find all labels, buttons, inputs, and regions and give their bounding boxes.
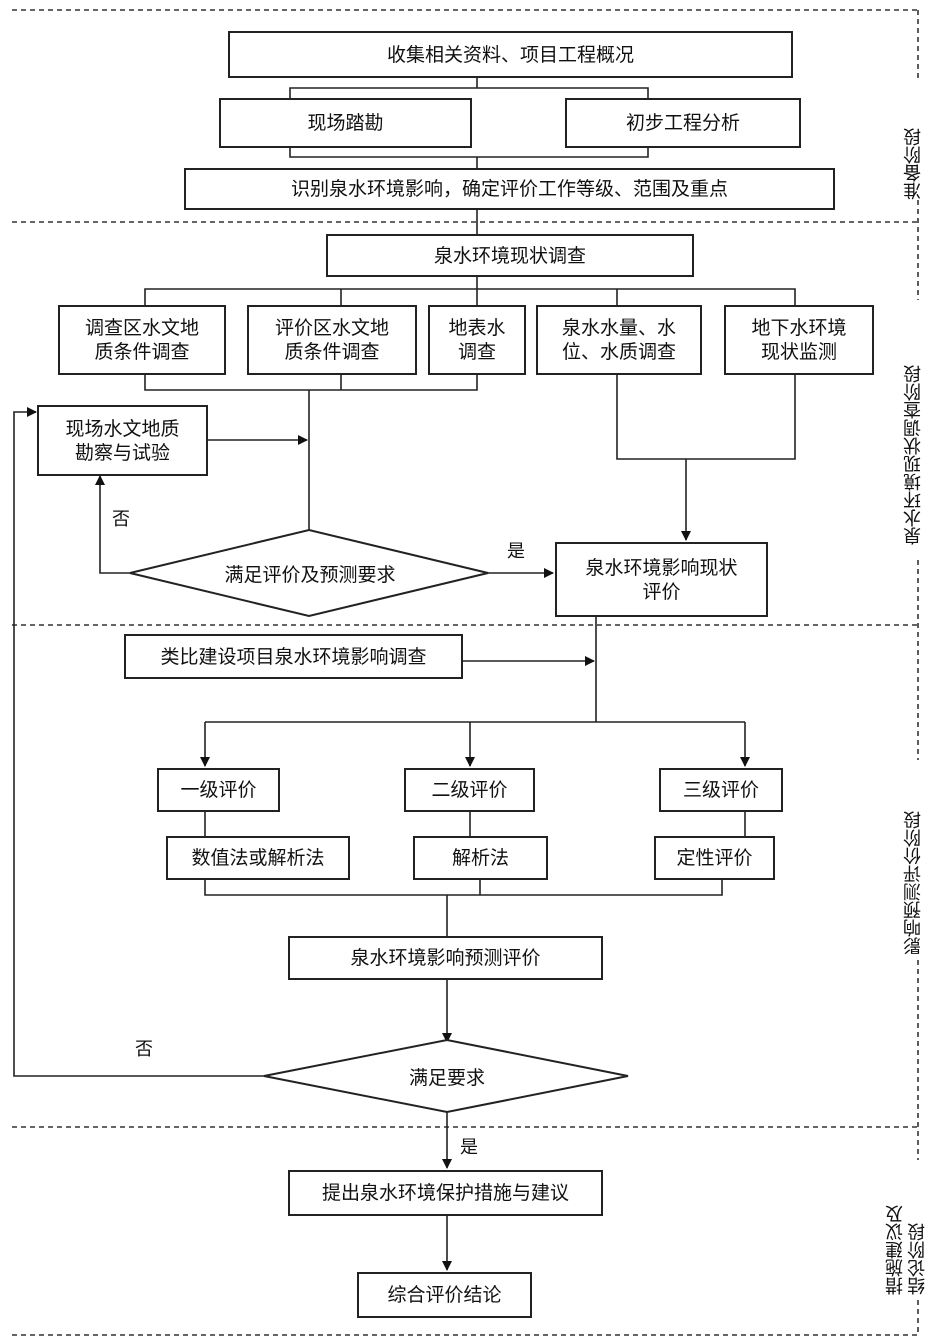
node-level3-text: 三级评价: [682, 779, 759, 801]
node-level1-text: 一级评价: [180, 779, 257, 801]
node-spring-water-text: 泉水水量、水 位、水质调查: [561, 317, 676, 363]
node-predict-eval-text: 泉水环境影响预测评价: [350, 947, 541, 969]
node-survey-area: 调查区水文地 质条件调查: [58, 305, 226, 375]
node-status-eval-text: 泉水环境影响现状 评价: [585, 556, 738, 603]
node-prelim-analysis: 初步工程分析: [565, 98, 801, 148]
node-method2: 解析法: [413, 836, 548, 880]
node-method1-text: 数值法或解析法: [191, 847, 325, 869]
edge-label-yes-2: 是: [460, 1137, 478, 1158]
stage-label-measures: 措施建议及 结论阶段: [885, 1205, 928, 1295]
node-measures: 提出泉水环境保护措施与建议: [288, 1170, 603, 1216]
node-collect: 收集相关资料、项目工程概况: [228, 31, 793, 78]
node-groundwater: 地下水环境 现状监测: [724, 305, 874, 375]
node-surface-water: 地表水 调查: [428, 305, 526, 375]
node-field-exploration-text: 现场水文地质 勘察与试验: [65, 417, 180, 464]
node-identify-text: 识别泉水环境影响，确定评价工作等级、范围及重点: [290, 178, 728, 200]
node-method2-text: 解析法: [451, 847, 509, 869]
node-analog-survey-text: 类比建设项目泉水环境影响调查: [160, 645, 427, 668]
stage-label-predict: 影响预测评价阶段: [903, 811, 924, 955]
node-predict-eval: 泉水环境影响预测评价: [288, 936, 603, 980]
edge-label-no-2: 否: [135, 1039, 153, 1060]
decision-shapes: [129, 528, 629, 1114]
node-groundwater-text: 地下水环境 现状监测: [751, 317, 847, 363]
decision-diamond-2: [263, 1038, 629, 1114]
flow-edges: [13, 78, 796, 1271]
node-prelim-analysis-text: 初步工程分析: [625, 112, 740, 134]
node-status-survey: 泉水环境现状调查: [326, 234, 694, 277]
edge-label-no-1: 否: [112, 509, 130, 530]
node-level2-text: 二级评价: [431, 779, 508, 801]
node-method3: 定性评价: [654, 836, 775, 880]
node-status-eval: 泉水环境影响现状 评价: [555, 542, 768, 617]
node-method3-text: 定性评价: [676, 847, 753, 869]
node-method1: 数值法或解析法: [166, 836, 350, 880]
node-level3: 三级评价: [659, 768, 783, 812]
decision1-text: 满足评价及预测要求: [224, 564, 396, 586]
stage-label-survey: 泉水环境现状调查阶段: [903, 365, 924, 545]
edge-label-yes-1: 是: [507, 541, 525, 562]
node-field-exploration: 现场水文地质 勘察与试验: [37, 405, 208, 476]
node-site-visit: 现场踏勘: [219, 98, 472, 148]
node-analog-survey: 类比建设项目泉水环境影响调查: [124, 634, 463, 679]
node-status-survey-text: 泉水环境现状调查: [433, 244, 586, 267]
node-eval-area: 评价区水文地 质条件调查: [247, 305, 417, 375]
node-site-visit-text: 现场踏勘: [307, 112, 384, 134]
node-level1: 一级评价: [157, 768, 280, 812]
decision-diamond-1: [129, 528, 489, 618]
node-conclusion-text: 综合评价结论: [387, 1284, 502, 1306]
decision2-text: 满足要求: [408, 1067, 485, 1089]
node-level2: 二级评价: [404, 768, 535, 812]
node-surface-water-text: 地表水 调查: [448, 317, 506, 363]
node-measures-text: 提出泉水环境保护措施与建议: [321, 1182, 569, 1204]
node-spring-water: 泉水水量、水 位、水质调查: [536, 305, 702, 375]
node-identify: 识别泉水环境影响，确定评价工作等级、范围及重点: [184, 168, 835, 210]
node-survey-area-text: 调查区水文地 质条件调查: [84, 317, 199, 363]
stage-label-prep: 准备阶段: [903, 128, 924, 200]
stage-dividers: [12, 9, 919, 1336]
node-eval-area-text: 评价区水文地 质条件调查: [274, 317, 389, 363]
node-collect-text: 收集相关资料、项目工程概况: [386, 43, 634, 66]
node-conclusion: 综合评价结论: [357, 1272, 532, 1318]
